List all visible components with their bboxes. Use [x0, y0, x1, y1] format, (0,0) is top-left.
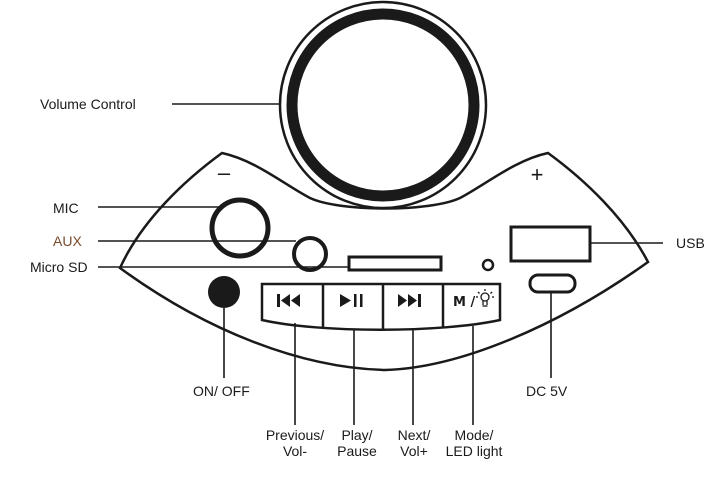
volume-knob-inner: [286, 8, 480, 202]
button-strip: [260, 282, 502, 331]
label-mode-line2: LED light: [445, 443, 503, 459]
label-micro-sd: Micro SD: [30, 259, 88, 275]
label-next: Next/ Vol+: [389, 427, 439, 459]
label-mic: MIC: [53, 200, 79, 216]
volume-plus-mark: +: [531, 162, 544, 187]
label-play-line2: Pause: [337, 443, 377, 459]
light-bulb-icon: [476, 289, 494, 307]
mic-jack[interactable]: [209, 197, 271, 259]
label-next-line1: Next/: [397, 427, 431, 443]
dc-port[interactable]: [528, 273, 577, 294]
label-play-line1: Play/: [341, 427, 373, 443]
label-dc-5v: DC 5V: [526, 383, 568, 399]
label-previous: Previous/ Vol-: [255, 427, 335, 459]
mode-button-text: M /: [453, 295, 475, 310]
label-usb: USB: [676, 235, 705, 251]
usb-port[interactable]: [509, 225, 592, 263]
previous-track-icon[interactable]: [277, 294, 300, 307]
label-previous-line2: Vol-: [282, 443, 308, 459]
power-button[interactable]: [208, 276, 240, 308]
control-panel-outline: [118, 151, 650, 372]
label-mode-line1: Mode/: [454, 427, 494, 443]
aux-jack[interactable]: [292, 236, 328, 272]
volume-minus-mark: –: [218, 160, 231, 185]
label-mode: Mode/ LED light: [435, 427, 513, 459]
next-track-icon[interactable]: [398, 294, 421, 307]
play-pause-icon[interactable]: [340, 294, 363, 307]
label-on-off: ON/ OFF: [193, 383, 250, 399]
micro-sd-slot[interactable]: [347, 255, 443, 272]
label-play: Play/ Pause: [330, 427, 384, 459]
label-aux: AUX: [53, 233, 82, 249]
callout-lines: [98, 103, 663, 425]
label-volume-control: Volume Control: [40, 96, 136, 112]
label-next-line2: Vol+: [400, 443, 428, 459]
volume-knob-outer[interactable]: [278, 0, 488, 210]
mode-button[interactable]: M /: [453, 289, 494, 310]
led-indicator: [481, 258, 495, 272]
label-previous-line1: Previous/: [265, 427, 325, 443]
